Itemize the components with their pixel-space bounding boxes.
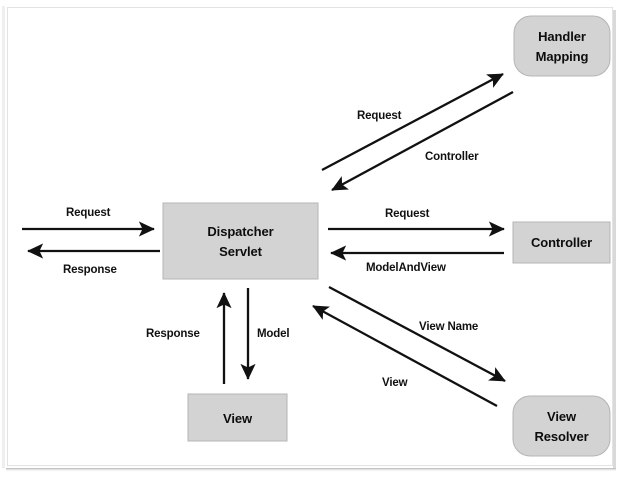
client-request-label: Request xyxy=(66,207,111,219)
client-response-label: Response xyxy=(63,264,117,276)
edge-handler-controller: Controller xyxy=(331,90,514,192)
edge-client-response: Response xyxy=(27,243,160,276)
edge-controller-request: Request xyxy=(328,208,505,237)
edge-resolver-view-name: View Name xyxy=(328,285,506,383)
view-box xyxy=(187,393,288,442)
handler-controller-label: Controller xyxy=(425,151,479,163)
frame-right-shadow xyxy=(613,10,616,468)
edge-controller-modelandview: ModelAndView xyxy=(330,245,504,274)
resolver-view-name-arrow xyxy=(328,285,506,383)
handler-controller-arrow xyxy=(331,90,514,192)
resolver-view-arrow xyxy=(312,304,498,408)
view-label: View xyxy=(223,411,253,426)
edge-view-model: Model xyxy=(240,288,290,380)
edge-client-request: Request xyxy=(22,207,155,237)
node-view[interactable]: View xyxy=(187,393,288,442)
handler-request-label: Request xyxy=(357,110,402,122)
handler-mapping-label-line1: Handler xyxy=(538,29,586,44)
controller-label: Controller xyxy=(531,235,592,250)
edge-view-response: Response xyxy=(146,292,232,384)
frame-inner-outline xyxy=(7,7,613,466)
frame-bottom-shadow xyxy=(6,468,616,472)
node-controller[interactable]: Controller xyxy=(512,221,611,264)
controller-modelandview-label: ModelAndView xyxy=(366,262,446,274)
view-model-label: Model xyxy=(257,328,289,340)
view-resolver-label-line1: View xyxy=(547,409,577,424)
handler-mapping-box xyxy=(513,15,611,77)
resolver-view-label: View xyxy=(382,377,408,389)
frame-left-shadow xyxy=(2,6,5,468)
dispatcher-servlet-label-line2: Servlet xyxy=(219,244,262,259)
node-view-resolver[interactable]: View Resolver xyxy=(512,395,611,457)
controller-request-label: Request xyxy=(385,208,430,220)
view-response-label: Response xyxy=(146,328,200,340)
node-handler-mapping[interactable]: Handler Mapping xyxy=(513,15,611,77)
dispatcher-servlet-label-line1: Dispatcher xyxy=(207,224,273,239)
handler-request-arrow xyxy=(321,72,504,172)
frame-decoration xyxy=(2,6,616,472)
node-dispatcher-servlet[interactable]: Dispatcher Servlet xyxy=(162,202,319,280)
edge-handler-request: Request xyxy=(321,72,504,172)
resolver-view-name-label: View Name xyxy=(419,321,478,333)
view-resolver-box xyxy=(512,395,611,457)
dispatcher-servlet-box xyxy=(162,202,319,280)
controller-box xyxy=(512,221,611,264)
edge-resolver-view: View xyxy=(312,304,498,408)
handler-mapping-label-line2: Mapping xyxy=(536,49,589,64)
view-resolver-label-line2: Resolver xyxy=(534,429,588,444)
